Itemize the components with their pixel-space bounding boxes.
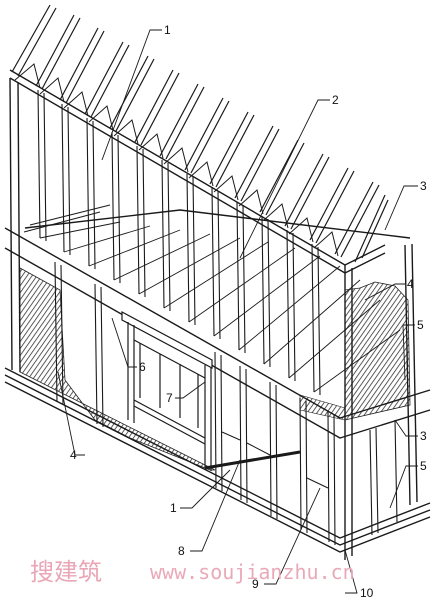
- callout-2: 2: [332, 93, 339, 107]
- leader-lines: [57, 29, 418, 594]
- callout-6: 6: [139, 360, 146, 374]
- callout-10: 10: [360, 586, 374, 600]
- callout-9: 9: [252, 577, 259, 591]
- callout-3-lower: 3: [420, 429, 427, 443]
- watermark-site-name: 搜建筑: [30, 558, 102, 586]
- blocking: [23, 204, 329, 489]
- window-sill: [133, 399, 206, 439]
- watermark-url: www.soujianzhu.cn: [150, 560, 355, 584]
- callout-3-upper: 3: [420, 179, 427, 193]
- callout-8: 8: [178, 544, 185, 558]
- sill-plate: [4, 374, 431, 546]
- sill-plate-lower: [4, 381, 431, 553]
- rafters: [11, 4, 389, 263]
- watermark: 搜建筑 www.soujianzhu.cn: [30, 558, 355, 586]
- let-in-brace: [204, 450, 301, 470]
- callout-1-roof: 1: [164, 23, 171, 37]
- rim-joist: [4, 227, 431, 419]
- upper-studs: [37, 89, 321, 396]
- callout-labels: 1 2 3 4 5 6 7 4 3 5 1 8 9 10: [70, 23, 427, 600]
- window-header: [121, 311, 213, 369]
- window-opening: [121, 311, 301, 471]
- callout-5-lower: 5: [420, 459, 427, 473]
- truss-chords: [14, 63, 339, 257]
- floor-joists: [39, 221, 401, 393]
- frame-lines: [4, 69, 431, 560]
- callout-4-right: 4: [407, 277, 414, 291]
- callout-4-left: 4: [70, 448, 77, 462]
- callout-7: 7: [166, 391, 173, 405]
- callout-1-lower: 1: [170, 501, 177, 515]
- callout-5-upper: 5: [417, 318, 424, 332]
